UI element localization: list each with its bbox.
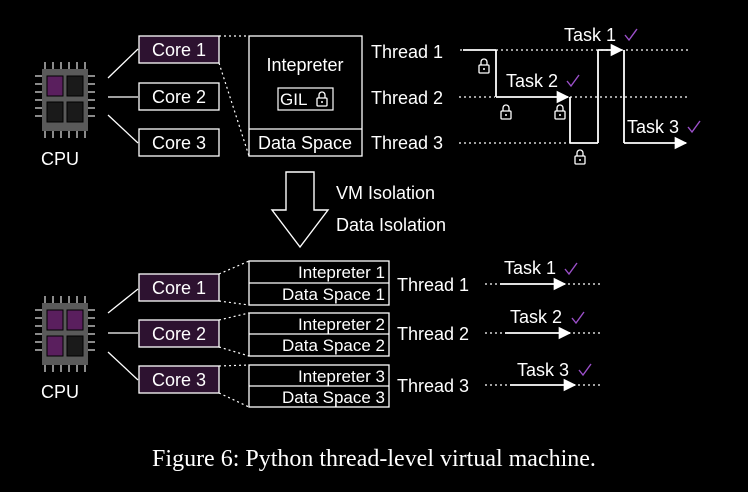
bottom-core-1-label: Core 1	[152, 278, 206, 298]
bottom-section: CPU Core 1 Core 2 Core 3	[35, 258, 600, 408]
top-thread-1-label: Thread 1	[371, 42, 443, 62]
top-thread-3-label: Thread 3	[371, 133, 443, 153]
cpu-chip-icon	[35, 62, 95, 138]
lock-icon-thread-1	[478, 58, 490, 74]
top-core-1-label: Core 1	[152, 40, 206, 60]
lock-icon-thread-3	[574, 149, 586, 165]
top-execution-segments	[463, 43, 688, 150]
data-space-2-label: Data Space 2	[282, 336, 385, 355]
bottom-task-3-check-icon	[578, 363, 592, 377]
bottom-execution-segments	[500, 277, 577, 392]
top-core-3: Core 3	[138, 128, 220, 157]
interpreter-3-label: Intepreter 3	[298, 367, 385, 386]
bottom-task-2-label: Task 2	[510, 307, 562, 327]
core-to-vm-dashes	[218, 35, 250, 157]
vm-box-2: Intepreter 2 Data Space 2	[248, 312, 390, 357]
core-to-vm-dashes-bottom	[218, 260, 250, 408]
top-task-1-check-icon	[624, 28, 638, 42]
bottom-task-3-label: Task 3	[517, 360, 569, 380]
bottom-core-2: Core 2	[138, 319, 220, 348]
bottom-task-1-label: Task 1	[504, 258, 556, 278]
lock-icon-thread-2b	[554, 104, 566, 120]
bottom-core-3: Core 3	[138, 365, 220, 394]
interpreter-2-label: Intepreter 2	[298, 315, 385, 334]
top-core-2: Core 2	[138, 82, 220, 111]
top-task-3-label: Task 3	[627, 117, 679, 137]
gil-box	[277, 87, 334, 111]
vm-box-3: Intepreter 3 Data Space 3	[248, 364, 390, 408]
top-task-2-check-icon	[566, 74, 580, 88]
data-isolation-label: Data Isolation	[336, 215, 446, 235]
bottom-thread-2-label: Thread 2	[397, 324, 469, 344]
cpu-core-connectors	[107, 48, 139, 144]
top-core-1: Core 1	[138, 35, 220, 64]
bottom-task-2-check-icon	[571, 311, 585, 325]
bottom-core-3-label: Core 3	[152, 370, 206, 390]
top-task-3-check-icon	[687, 120, 701, 134]
data-space-label: Data Space	[258, 133, 352, 153]
vm-box-1: Intepreter 1 Data Space 1	[248, 260, 390, 306]
top-section: CPU Core 1 Core 2 Core 3 In	[35, 25, 701, 169]
top-core-3-label: Core 3	[152, 133, 206, 153]
cpu-core-connectors-bottom	[107, 288, 139, 381]
top-core-2-label: Core 2	[152, 87, 206, 107]
data-space-3-label: Data Space 3	[282, 388, 385, 407]
bottom-thread-3-label: Thread 3	[397, 376, 469, 396]
bottom-thread-1-label: Thread 1	[397, 275, 469, 295]
cpu-label-bottom: CPU	[41, 382, 79, 402]
bottom-task-1-check-icon	[564, 262, 578, 276]
interpreter-label: Intepreter	[266, 55, 343, 75]
bottom-core-1: Core 1	[138, 273, 220, 302]
lock-icon-thread-2	[500, 104, 512, 120]
bottom-core-2-label: Core 2	[152, 324, 206, 344]
interpreter-1-label: Intepreter 1	[298, 263, 385, 282]
top-task-2-label: Task 2	[506, 71, 558, 91]
shared-vm-box: Intepreter GIL Data Space	[248, 35, 363, 157]
top-thread-timelines	[459, 49, 690, 144]
top-task-1-label: Task 1	[564, 25, 616, 45]
gil-label: GIL	[280, 90, 307, 109]
down-arrow-icon	[270, 171, 330, 249]
top-thread-2-label: Thread 2	[371, 88, 443, 108]
cpu-chip-icon-bottom	[35, 296, 95, 372]
cpu-label: CPU	[41, 149, 79, 169]
bottom-thread-timelines	[485, 283, 600, 386]
vm-isolation-label: VM Isolation	[336, 183, 435, 203]
data-space-1-label: Data Space 1	[282, 285, 385, 304]
figure-caption: Figure 6: Python thread-level virtual ma…	[152, 446, 596, 472]
transition: VM Isolation Data Isolation	[270, 171, 446, 249]
